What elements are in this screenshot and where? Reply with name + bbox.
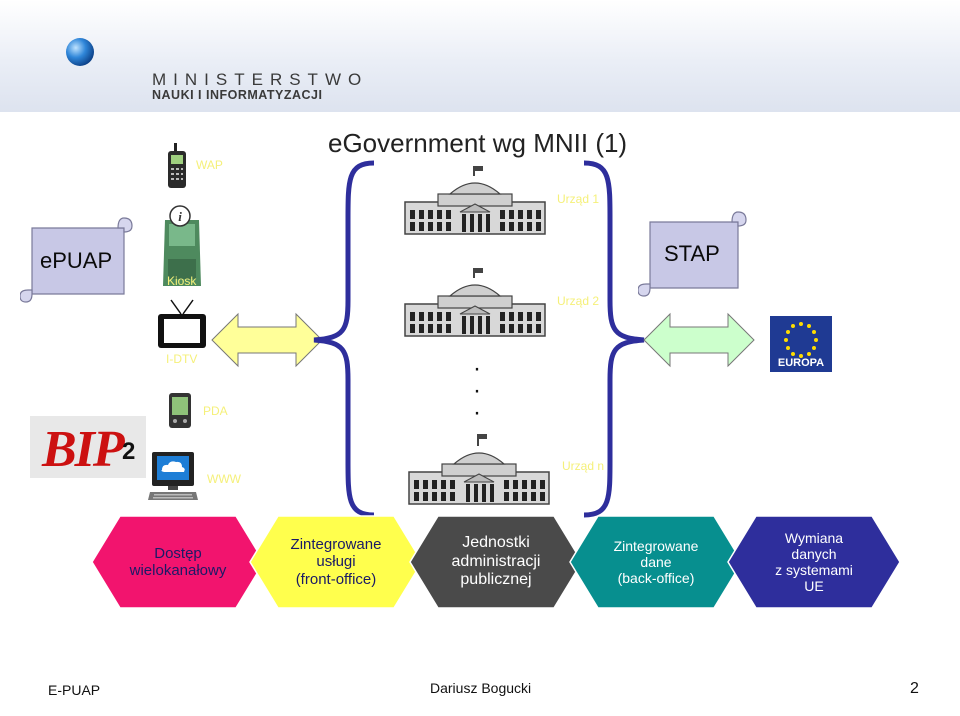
left-brace (313, 160, 375, 518)
office-building-n-icon (408, 434, 550, 505)
office-label-n: Urząd n (562, 459, 605, 473)
stage-label-1: Dostęp wielokanałowy (129, 544, 227, 579)
header-band (0, 0, 960, 112)
pda-icon (169, 393, 191, 428)
stage-label-5: Wymiana danych z systemami UE (775, 529, 853, 595)
stap-label: STAP (664, 241, 720, 266)
television-icon (158, 299, 206, 348)
bip-logo-number: 2 (122, 438, 136, 465)
slide-title: eGovernment wg MNII (1) (328, 128, 628, 158)
epuap-scroll-banner (20, 217, 133, 303)
stage-hexagon-4 (569, 515, 743, 609)
stage-label-4: Zintegrowane dane (back-office) (613, 537, 699, 587)
office-building-1-icon (404, 166, 546, 235)
office-label-1: Urząd 1 (557, 192, 600, 206)
offices-ellipsis: ··· (473, 355, 481, 426)
stage-hexagon-2 (249, 515, 423, 609)
eu-flag-label: EUROPA (777, 357, 825, 369)
footer-author: Dariusz Bogucki (430, 680, 532, 696)
epuap-label: ePUAP (40, 248, 113, 273)
footer-page-number: 2 (910, 680, 919, 697)
ministry-logo-line1: MINISTERSTWO (152, 70, 369, 89)
globe-logo-icon (66, 38, 94, 66)
stage-hexagon-5 (727, 515, 901, 609)
svg-text:i: i (178, 209, 182, 224)
office-building-2-icon (404, 268, 546, 337)
channel-label-www: WWW (207, 472, 241, 486)
kiosk-icon: i (163, 205, 201, 286)
office-label-2: Urząd 2 (557, 294, 600, 308)
mobile-phone-icon (168, 143, 186, 188)
stage-label-2: Zintegrowane usługi (front-office) (290, 536, 382, 588)
footer-left-text: E-PUAP (48, 682, 101, 698)
bip-logo: BIP 2 (30, 416, 146, 478)
stage-hexagon-3 (409, 515, 583, 609)
right-double-arrow (643, 312, 755, 368)
stage-label-3: Jednostki administracji publicznej (451, 534, 541, 589)
channel-label-itv: I-DTV (166, 352, 198, 366)
computer-icon (148, 452, 198, 500)
ministry-logo-line2: NAUKI I INFORMATYZACJI (152, 88, 323, 102)
stap-scroll-banner (638, 211, 747, 297)
channel-label-pda: PDA (203, 404, 228, 418)
channel-label-kiosk: Kiosk (167, 274, 197, 288)
channel-label-wap: WAP (196, 158, 223, 172)
stage-hexagon-1 (91, 515, 265, 609)
eu-flag-icon (770, 316, 832, 372)
left-double-arrow (211, 312, 323, 368)
bip-logo-text: BIP (42, 421, 125, 478)
